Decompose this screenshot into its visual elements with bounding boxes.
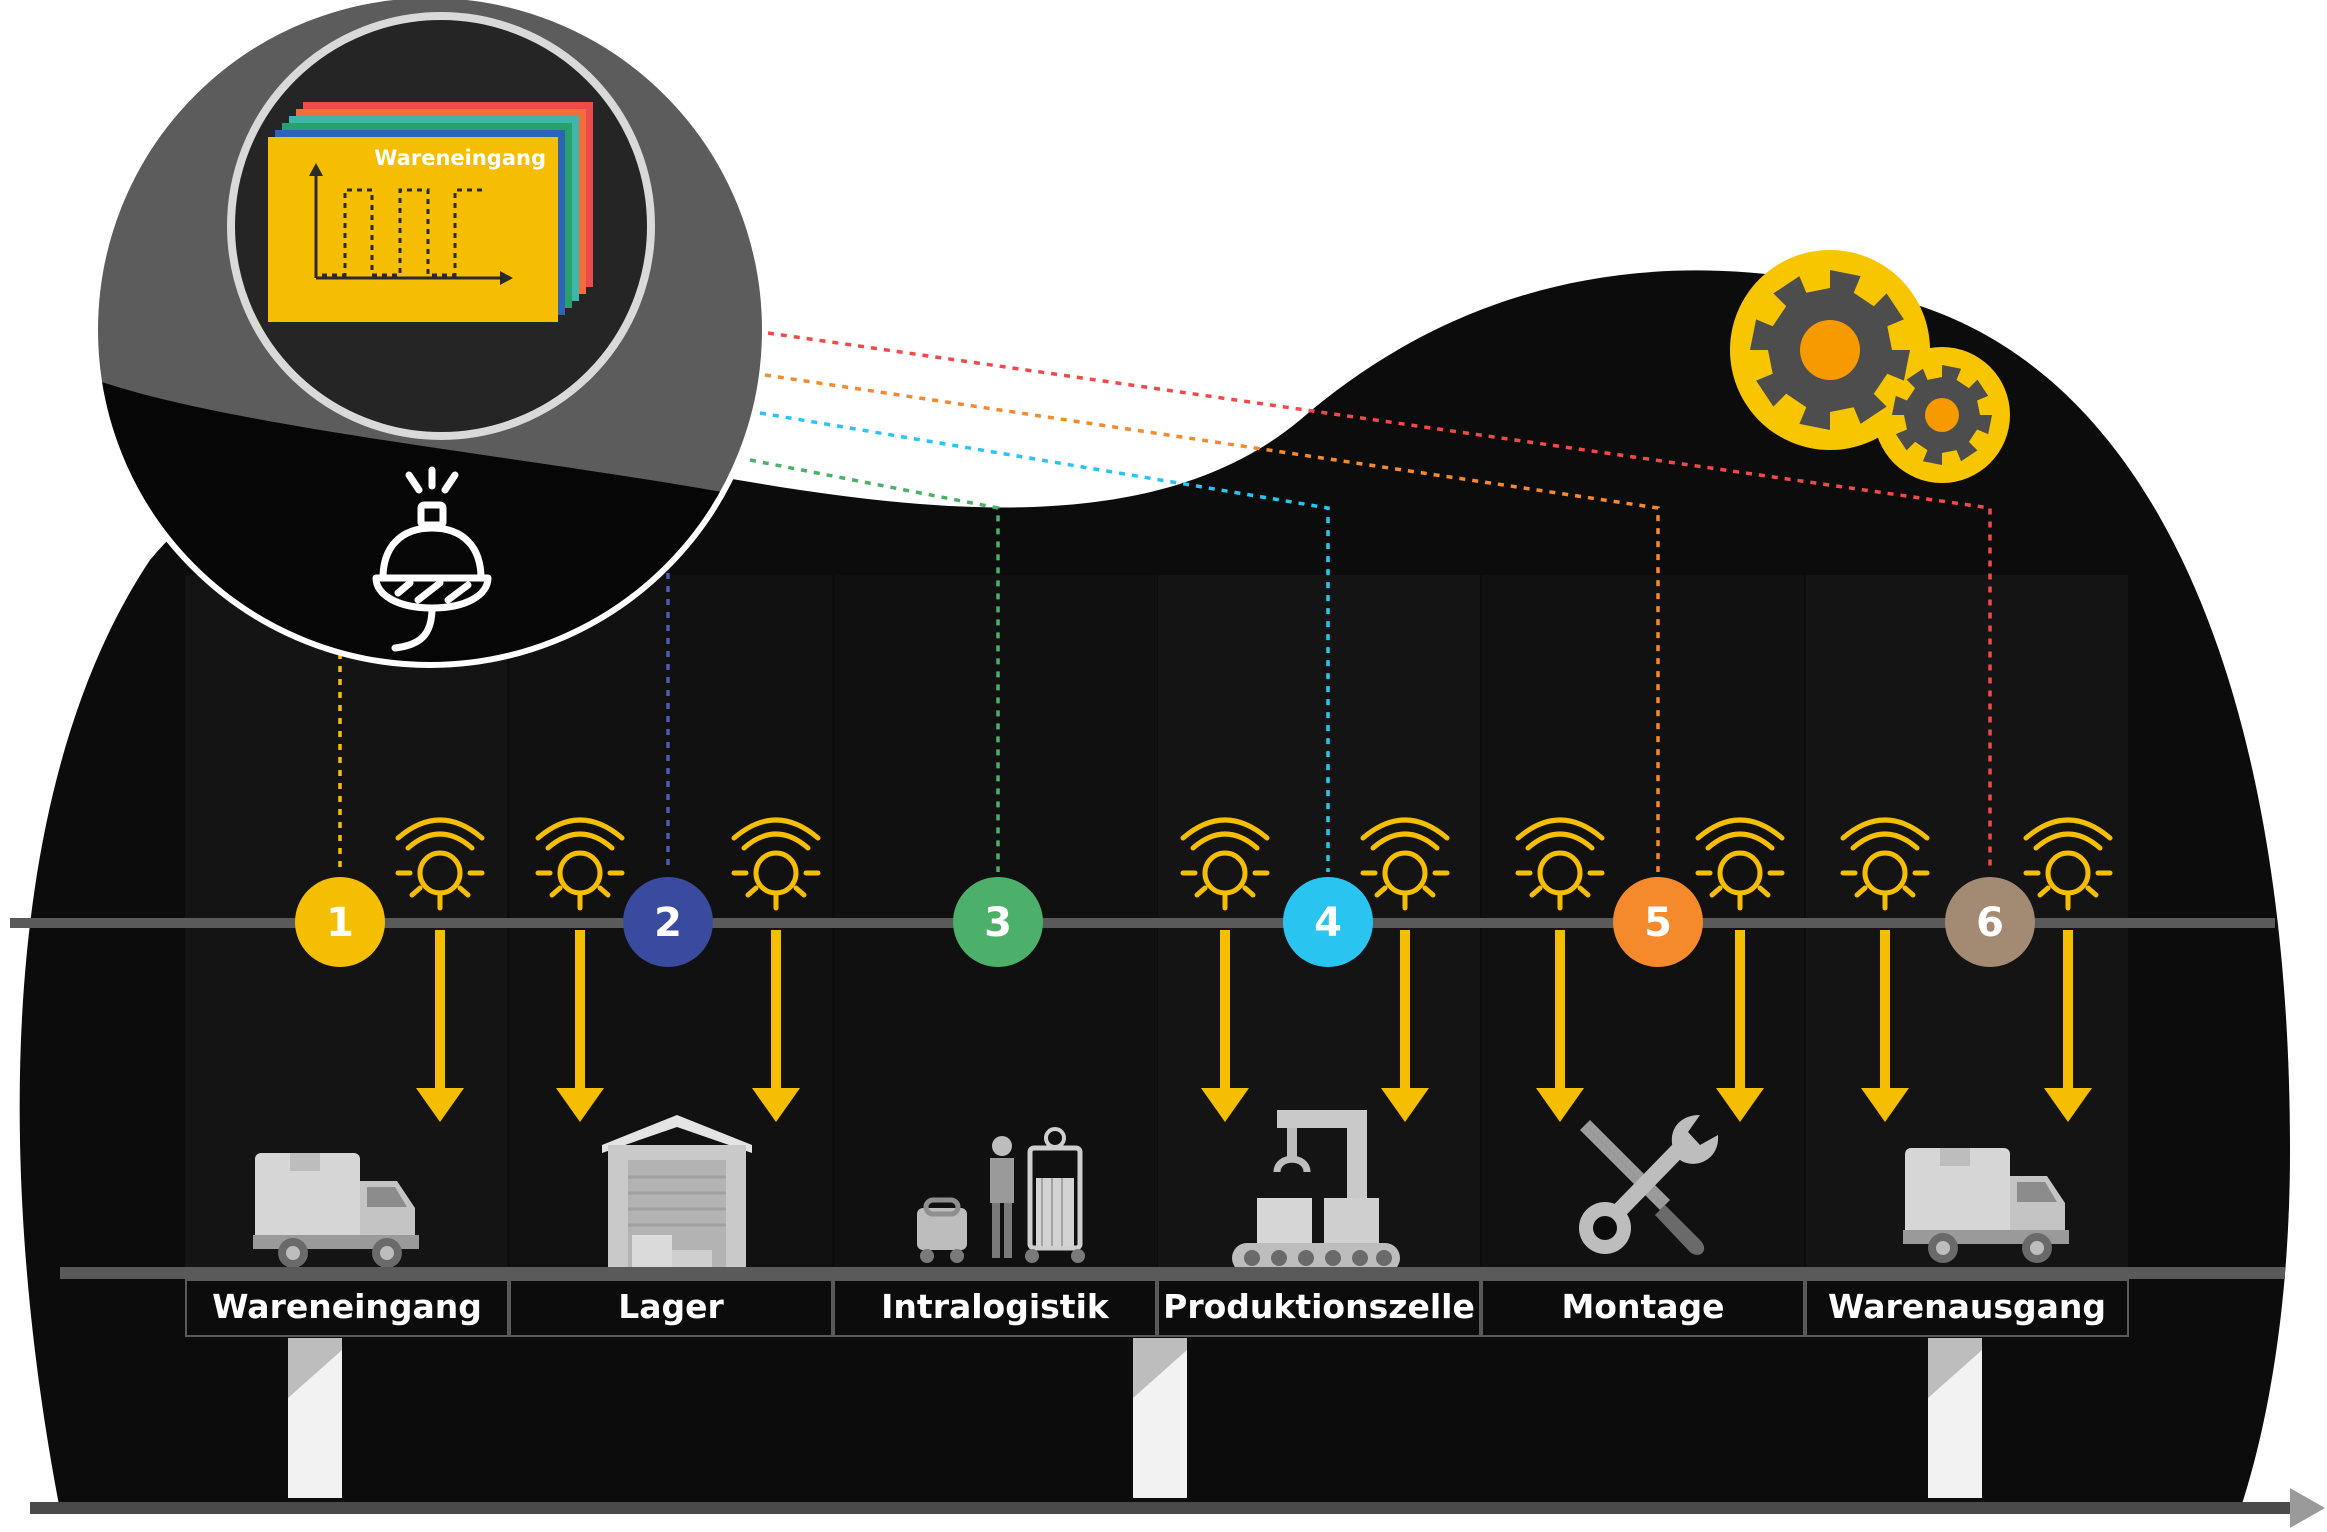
gear-hub [1925,398,1959,432]
sensor-light-icon [1360,817,1450,911]
sensor-group [395,817,2113,911]
arrow-down-icon [1861,930,1909,1122]
zone-number: 3 [984,900,1012,946]
dashboard-title: Wareneingang [374,146,546,170]
support-pillars [288,1338,1982,1498]
timeline-axis [30,1488,2325,1528]
worker-trolley-icon [917,1127,1085,1263]
sensor-light-icon [1695,817,1785,911]
badge-group: 1 2 3 4 5 6 [295,877,2035,967]
zone-label-text: Montage [1561,1287,1724,1326]
zone-number: 5 [1644,900,1672,946]
arrow-down-icon [416,930,464,1122]
connector-line-5 [764,373,1660,872]
zone-number: 4 [1314,900,1342,946]
zone-number: 1 [326,900,354,946]
connector-line-3 [749,458,1000,872]
zone-label-text: Lager [618,1287,724,1326]
gears-icon [1730,250,2010,483]
zone-label-text: Intralogistik [881,1287,1110,1326]
chart-card-icon: Wareneingang [268,137,558,322]
arrow-down-icon [556,930,604,1122]
zone-label-5: Montage [1481,1279,1805,1337]
zone-label-2: Lager [509,1279,833,1337]
sensor-light-icon [2023,817,2113,911]
zone-badge-2: 2 [623,877,713,967]
zone-number: 2 [654,900,682,946]
magnifier-lens [92,0,768,668]
connector-lines [338,331,1992,872]
arrow-down-icon [2044,930,2092,1122]
wrench-screwdriver-icon [1579,1115,1719,1255]
truck-icon [1903,1148,2069,1263]
zone-badge-1: 1 [295,877,385,967]
zone-label-3: Intralogistik [833,1279,1157,1337]
zone-label-4: Produktionszelle [1157,1279,1481,1337]
arrow-down-icon [1716,930,1764,1122]
iot-gateway-icon [372,466,492,652]
zone-label-text: Wareneingang [212,1287,482,1326]
connector-line-4 [759,411,1330,872]
zone-labels: Wareneingang Lager Intralogistik Produktion… [185,1279,2129,1337]
zone-label-6: Warenausgang [1805,1279,2129,1337]
zone-number: 6 [1976,900,2004,946]
zone-label-text: Produktionszelle [1163,1287,1475,1326]
gear-hub [1800,320,1860,380]
sensor-light-icon [535,817,625,911]
arrow-down-icon [1201,930,1249,1122]
sensor-light-icon [1840,817,1930,911]
zone-badge-5: 5 [1613,877,1703,967]
arrow-down-icon [752,930,800,1122]
zone-badge-3: 3 [953,877,1043,967]
zone-label-1: Wareneingang [185,1279,509,1337]
arrow-group [416,930,2092,1122]
zone-badge-4: 4 [1283,877,1373,967]
robot-arm-conveyor-icon [1232,1110,1400,1273]
sensor-light-icon [731,817,821,911]
zone-label-text: Warenausgang [1828,1287,2106,1326]
arrow-down-icon [1536,930,1584,1122]
arrow-down-icon [1381,930,1429,1122]
sensor-light-icon [1515,817,1605,911]
sensor-light-icon [395,817,485,911]
sensor-light-icon [1180,817,1270,911]
zone-badge-6: 6 [1945,877,2035,967]
truck-icon [253,1153,419,1268]
